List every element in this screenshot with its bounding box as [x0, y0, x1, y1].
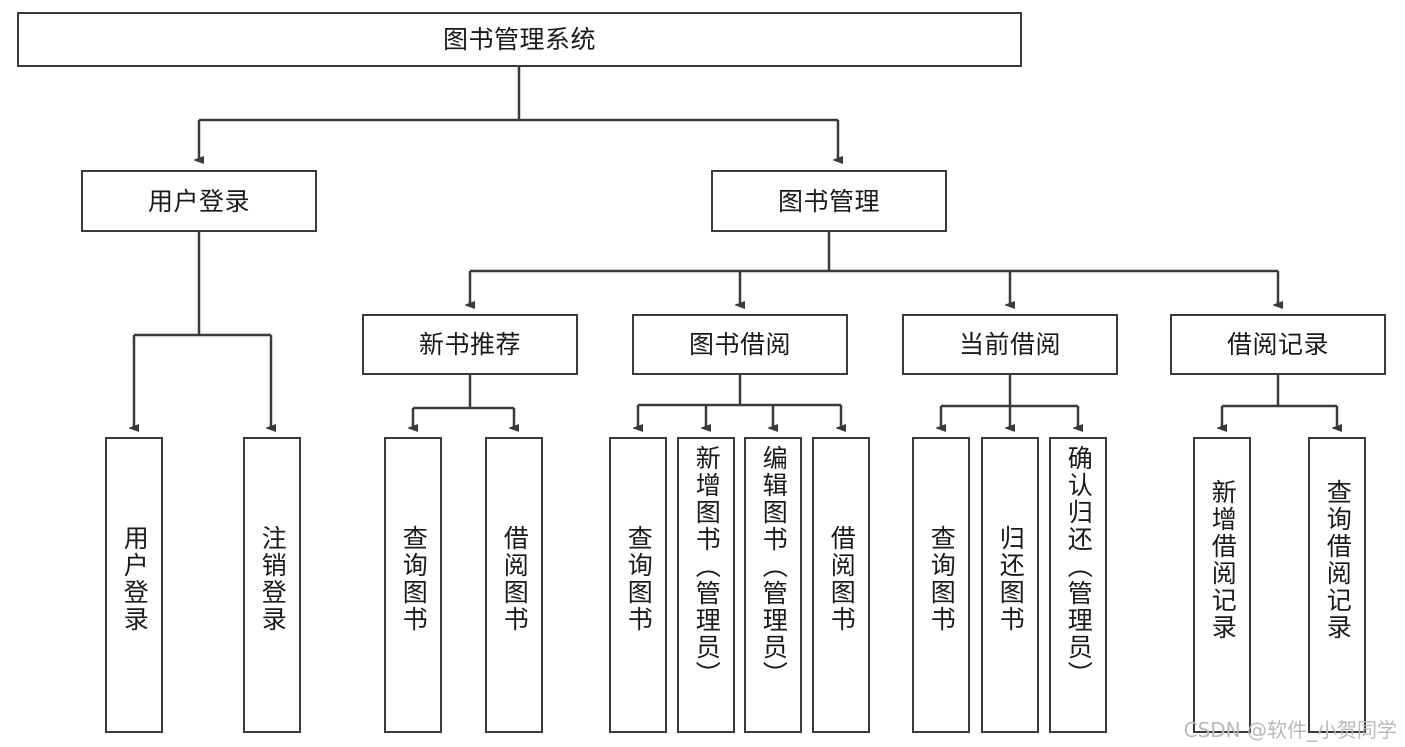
leaf-query-borrow-record[interactable]: 查询借阅记录 — [1308, 437, 1366, 733]
leaf-user-login[interactable]: 用户登录 — [105, 437, 163, 733]
node-label: 借阅记录 — [1226, 330, 1329, 359]
node-new-book-recommend[interactable]: 新书推荐 — [362, 314, 578, 375]
leaf-query-book-borrow[interactable]: 查询图书 — [609, 437, 667, 733]
node-label: 用户登录 — [147, 186, 250, 216]
node-label: 用户登录 — [120, 525, 150, 633]
node-label: 借阅图书 — [500, 525, 530, 633]
leaf-add-book-admin[interactable]: 新增图书（管理员） — [677, 437, 735, 733]
leaf-confirm-return-admin[interactable]: 确认归还（管理员） — [1049, 437, 1107, 733]
node-label: 注销登录 — [258, 525, 288, 633]
leaf-logout[interactable]: 注销登录 — [243, 437, 301, 733]
node-label: 编辑图书（管理员） — [759, 445, 789, 688]
node-label: 查询图书 — [927, 525, 957, 633]
node-label: 图书借阅 — [688, 330, 791, 359]
node-label: 图书管理 — [777, 186, 880, 216]
node-label: 当前借阅 — [958, 330, 1061, 359]
node-label: 查询借阅记录 — [1323, 479, 1353, 641]
leaf-borrow-book[interactable]: 借阅图书 — [812, 437, 870, 733]
node-book-borrow[interactable]: 图书借阅 — [632, 314, 848, 375]
csdn-watermark: CSDN @软件_小贺同学 — [1183, 718, 1397, 742]
node-label: 查询图书 — [624, 525, 654, 633]
leaf-edit-book-admin[interactable]: 编辑图书（管理员） — [744, 437, 802, 733]
node-label: 新增图书（管理员） — [692, 445, 722, 688]
node-label: 借阅图书 — [827, 525, 857, 633]
leaf-add-borrow-record[interactable]: 新增借阅记录 — [1193, 437, 1251, 733]
node-label: 确认归还（管理员） — [1064, 445, 1094, 688]
node-label: 归还图书 — [996, 525, 1026, 633]
node-book-management[interactable]: 图书管理 — [711, 170, 947, 232]
leaf-borrow-book-recommend[interactable]: 借阅图书 — [485, 437, 543, 733]
node-root-system[interactable]: 图书管理系统 — [17, 12, 1022, 67]
leaf-return-book[interactable]: 归还图书 — [981, 437, 1039, 733]
node-user-login[interactable]: 用户登录 — [81, 170, 317, 232]
node-label: 查询图书 — [399, 525, 429, 633]
node-current-borrow[interactable]: 当前借阅 — [902, 314, 1118, 375]
node-label: 图书管理系统 — [442, 25, 596, 54]
node-borrow-records[interactable]: 借阅记录 — [1170, 314, 1386, 375]
node-label: 新增借阅记录 — [1208, 479, 1238, 641]
leaf-query-book-current[interactable]: 查询图书 — [912, 437, 970, 733]
node-label: 新书推荐 — [418, 330, 521, 359]
leaf-query-book-recommend[interactable]: 查询图书 — [384, 437, 442, 733]
